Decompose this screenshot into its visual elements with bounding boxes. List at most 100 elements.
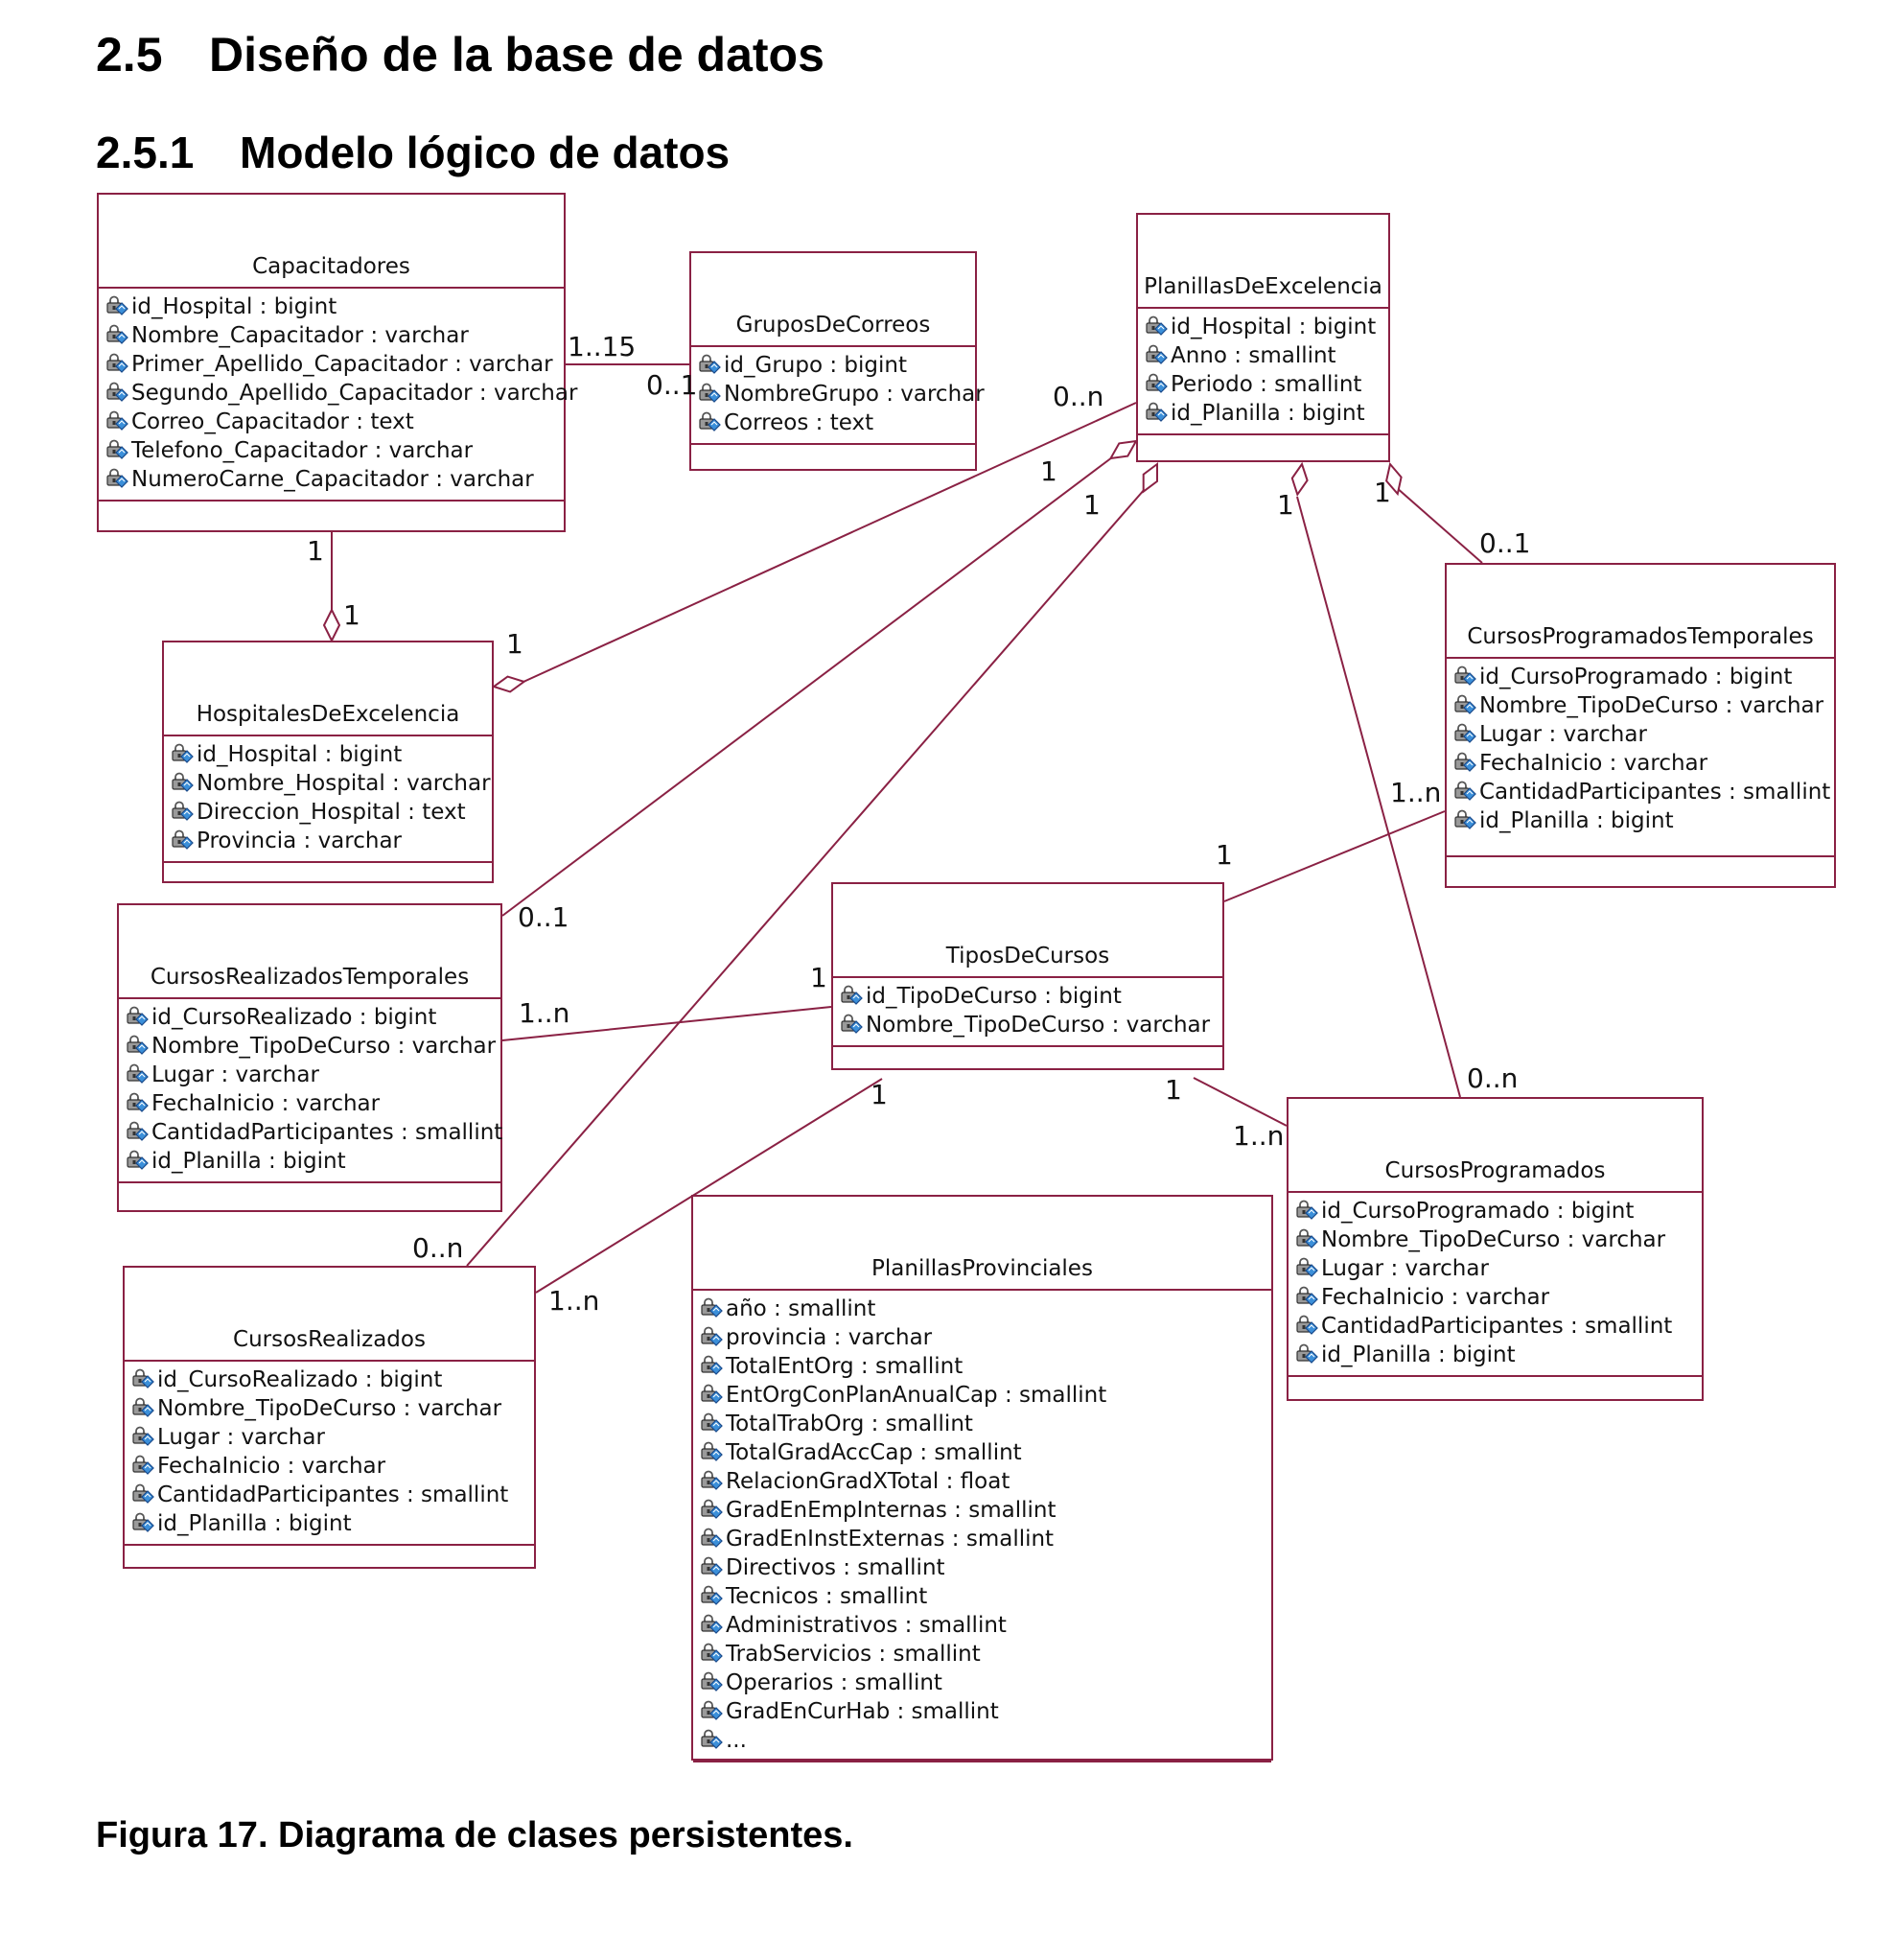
key-lock-attribute-icon — [1452, 665, 1477, 689]
attribute-row: id_CursoRealizado : bigint — [130, 1365, 530, 1394]
attribute-text: Primer_Apellido_Capacitador : varchar — [131, 352, 553, 377]
key-lock-attribute-icon — [699, 1440, 724, 1465]
attribute-text: id_Planilla : bigint — [1479, 808, 1674, 833]
attribute-row: EntOrgConPlanAnualCap : smallint — [699, 1381, 1267, 1410]
attribute-row: Nombre_Capacitador : varchar — [104, 321, 560, 350]
operations-compartment — [1289, 1377, 1702, 1406]
assoc-planillas-cursos-realizados-temporales — [501, 456, 1113, 917]
attribute-text: Nombre_TipoDeCurso : varchar — [157, 1396, 502, 1421]
attribute-row: CantidadParticipantes : smallint — [125, 1118, 502, 1147]
key-lock-attribute-icon — [130, 1425, 155, 1450]
key-lock-attribute-icon — [699, 1296, 724, 1321]
multiplicity-label: 1 — [1216, 839, 1233, 871]
attribute-row: Correo_Capacitador : text — [104, 408, 560, 436]
multiplicity-label: 0..1 — [1479, 527, 1531, 559]
attribute-row: Nombre_TipoDeCurso : varchar — [1294, 1225, 1698, 1254]
attribute-text: Lugar : varchar — [1321, 1256, 1489, 1281]
attribute-row: Lugar : varchar — [130, 1423, 530, 1452]
multiplicity-label: 1 — [871, 1079, 888, 1110]
key-lock-attribute-icon — [104, 438, 129, 463]
key-lock-attribute-icon — [699, 1412, 724, 1436]
multiplicity-label: 1 — [343, 599, 360, 631]
assoc-cursos-programados-temporales-tipos — [1223, 810, 1446, 902]
aggregation-diamond-hospitales-planillas — [491, 675, 526, 693]
aggregation-diamond-planillas-cr — [1142, 462, 1158, 494]
attribute-row: Direccion_Hospital : text — [170, 798, 488, 827]
key-lock-attribute-icon — [1144, 401, 1169, 426]
key-lock-attribute-icon — [170, 742, 195, 767]
attribute-row: NumeroCarne_Capacitador : varchar — [104, 465, 560, 494]
attribute-row: Segundo_Apellido_Capacitador : varchar — [104, 379, 577, 408]
key-lock-attribute-icon — [130, 1367, 155, 1392]
attribute-text: TotalGradAccCap : smallint — [726, 1440, 1022, 1465]
attribute-text: Nombre_TipoDeCurso : varchar — [1479, 693, 1824, 718]
attribute-text: id_Planilla : bigint — [157, 1511, 352, 1536]
multiplicity-label: 1 — [1040, 455, 1057, 487]
class-name: TiposDeCursos — [833, 884, 1222, 978]
key-lock-attribute-icon — [839, 1013, 864, 1038]
attribute-row: Periodo : smallint — [1144, 370, 1384, 399]
class-name: CursosProgramadosTemporales — [1447, 565, 1834, 659]
key-lock-attribute-icon — [1144, 343, 1169, 368]
key-lock-attribute-icon — [125, 1034, 150, 1059]
attribute-text: Operarios : smallint — [726, 1670, 942, 1695]
key-lock-attribute-icon — [130, 1396, 155, 1421]
key-lock-attribute-icon — [699, 1383, 724, 1408]
attribute-text: id_Planilla : bigint — [151, 1149, 346, 1174]
attribute-row: TotalTrabOrg : smallint — [699, 1410, 1267, 1438]
key-lock-attribute-icon — [104, 294, 129, 319]
attribute-text: GradEnCurHab : smallint — [726, 1699, 999, 1724]
operations-compartment — [1447, 857, 1834, 886]
class-name: Capacitadores — [99, 195, 564, 289]
multiplicity-label: 1 — [1083, 489, 1101, 521]
operations-compartment — [99, 502, 564, 530]
attribute-row: GradEnCurHab : smallint — [699, 1697, 1267, 1726]
aggregation-diamond-planillas-crt — [1108, 439, 1138, 460]
attribute-row: Operarios : smallint — [699, 1669, 1267, 1697]
attribute-row: Tecnicos : smallint — [699, 1582, 1267, 1611]
key-lock-attribute-icon — [1144, 372, 1169, 397]
assoc-cursos-programados-tipos — [1193, 1077, 1288, 1127]
attribute-text: id_CursoProgramado : bigint — [1321, 1199, 1635, 1224]
assoc-planillas-cursos-programados — [1296, 496, 1461, 1098]
attribute-text: CantidadParticipantes : smallint — [157, 1482, 509, 1507]
assoc-planillas-cursos-programados-temporales — [1395, 486, 1483, 564]
key-lock-attribute-icon — [699, 1584, 724, 1609]
attribute-text: TrabServicios : smallint — [726, 1642, 981, 1667]
class-name: HospitalesDeExcelencia — [164, 642, 492, 736]
key-lock-attribute-icon — [125, 1091, 150, 1116]
key-lock-attribute-icon — [697, 353, 722, 378]
attribute-text: NumeroCarne_Capacitador : varchar — [131, 467, 534, 492]
attribute-row: Telefono_Capacitador : varchar — [104, 436, 560, 465]
key-lock-attribute-icon — [1294, 1314, 1319, 1339]
multiplicity-label: 1 — [1374, 477, 1391, 508]
key-lock-attribute-icon — [839, 984, 864, 1009]
key-lock-attribute-icon — [699, 1527, 724, 1552]
key-lock-attribute-icon — [699, 1728, 724, 1753]
key-lock-attribute-icon — [1144, 315, 1169, 339]
attribute-text: Periodo : smallint — [1171, 372, 1362, 397]
attribute-text: id_CursoRealizado : bigint — [157, 1367, 443, 1392]
attribute-row: Anno : smallint — [1144, 341, 1384, 370]
attribute-row: id_Planilla : bigint — [1144, 399, 1384, 428]
attribute-text: Anno : smallint — [1171, 343, 1336, 368]
operations-compartment — [833, 1047, 1222, 1076]
attribute-row: Nombre_TipoDeCurso : varchar — [839, 1011, 1219, 1039]
attribute-row: año : smallint — [699, 1295, 1267, 1323]
figure-caption: Figura 17. Diagrama de clases persistent… — [96, 1815, 853, 1855]
attribute-text: Direccion_Hospital : text — [197, 800, 466, 825]
key-lock-attribute-icon — [699, 1555, 724, 1580]
key-lock-attribute-icon — [1452, 722, 1477, 747]
attribute-text: Nombre_TipoDeCurso : varchar — [151, 1034, 497, 1059]
attribute-text: Correo_Capacitador : text — [131, 409, 414, 434]
